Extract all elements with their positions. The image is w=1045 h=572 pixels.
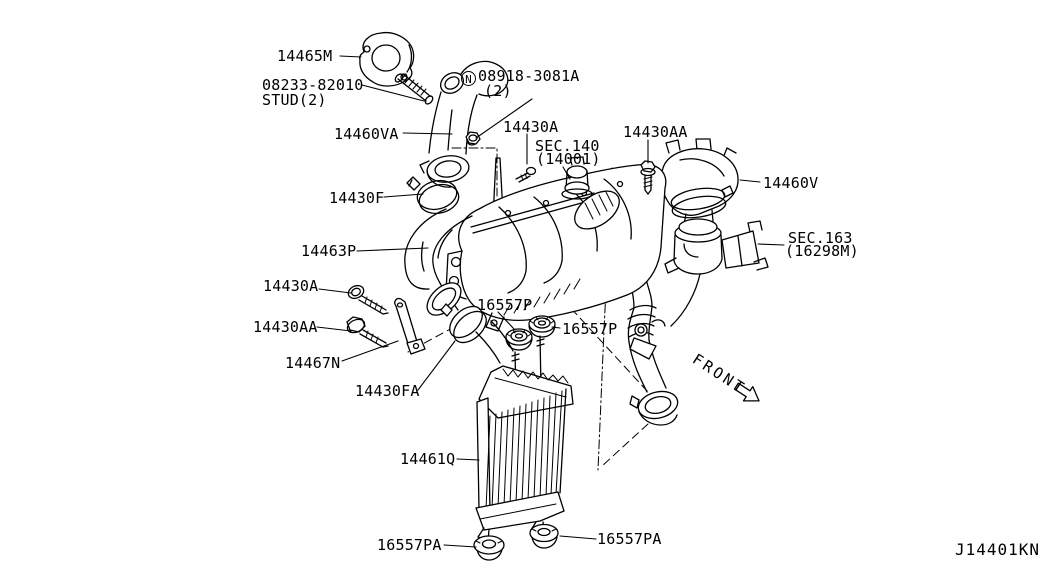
upper-grommet-right [528, 315, 556, 338]
intercooler-inlet-pipe [475, 320, 514, 364]
diagram-code: J14401KN [955, 540, 1041, 559]
mount-grommet-right [529, 523, 559, 549]
circled-n-icon: N [461, 71, 476, 86]
bolt-14430AA-left [346, 316, 389, 348]
mount-grommet-left [473, 535, 505, 561]
outlet-duct [660, 138, 739, 225]
label-sec140[interactable]: SEC.140 [535, 137, 600, 155]
bracket [394, 297, 426, 355]
label-bolt-top[interactable]: 14430A [503, 118, 559, 136]
label-mount-grommet-left[interactable]: 16557PA [377, 536, 442, 554]
upper-hose-clamp [406, 176, 460, 215]
bolt-14430A-left [347, 284, 389, 315]
upper-grommet-left [505, 328, 533, 351]
label-bolt-left[interactable]: 14430A [263, 277, 319, 295]
throttle-body [664, 218, 769, 327]
sec140-component [561, 156, 593, 200]
bolt-14430A-top [515, 166, 537, 183]
label-gasket[interactable]: 14465M [277, 47, 333, 65]
lower-hose-clamp [440, 303, 487, 344]
label-nut-qty[interactable]: (2) [484, 82, 512, 100]
label-stud-part[interactable]: 08233-82010 [262, 76, 364, 94]
label-grommet-right[interactable]: 16557P [562, 320, 618, 338]
label-bolt-right[interactable]: 14430AA [623, 123, 688, 141]
label-outlet-duct[interactable]: 14460V [763, 174, 819, 192]
label-sec163[interactable]: SEC.163 [788, 229, 853, 247]
label-grommet-left[interactable]: 16557P [477, 296, 533, 314]
nut [465, 131, 481, 145]
label-bolt-left-lower[interactable]: 14430AA [253, 318, 318, 336]
air-inlet-hose [404, 208, 473, 316]
label-intercooler[interactable]: 14461Q [400, 450, 456, 468]
label-inlet-duct[interactable]: 14460VA [334, 125, 399, 143]
bolt-14430AA-right [640, 160, 656, 195]
intercooler [475, 335, 574, 542]
label-sec163-sub[interactable]: (16298M) [785, 242, 859, 260]
label-clamp-lower[interactable]: 14430FA [355, 382, 420, 400]
label-clamp-upper[interactable]: 14430F [329, 189, 385, 207]
front-arrow-icon [733, 382, 760, 402]
label-nut-part: 08918-3081A [478, 67, 580, 85]
label-mount-grommet-right[interactable]: 16557PA [597, 530, 662, 548]
label-sec140-sub[interactable]: (14001) [536, 150, 601, 168]
label-stud-note[interactable]: STUD(2) [262, 91, 327, 109]
gasket-flange [359, 31, 415, 87]
leader-lines [316, 55, 785, 548]
stud [394, 73, 434, 105]
label-air-hose[interactable]: 14463P [301, 242, 357, 260]
hose-clip [629, 319, 666, 360]
label-bracket[interactable]: 14467N [285, 354, 341, 372]
